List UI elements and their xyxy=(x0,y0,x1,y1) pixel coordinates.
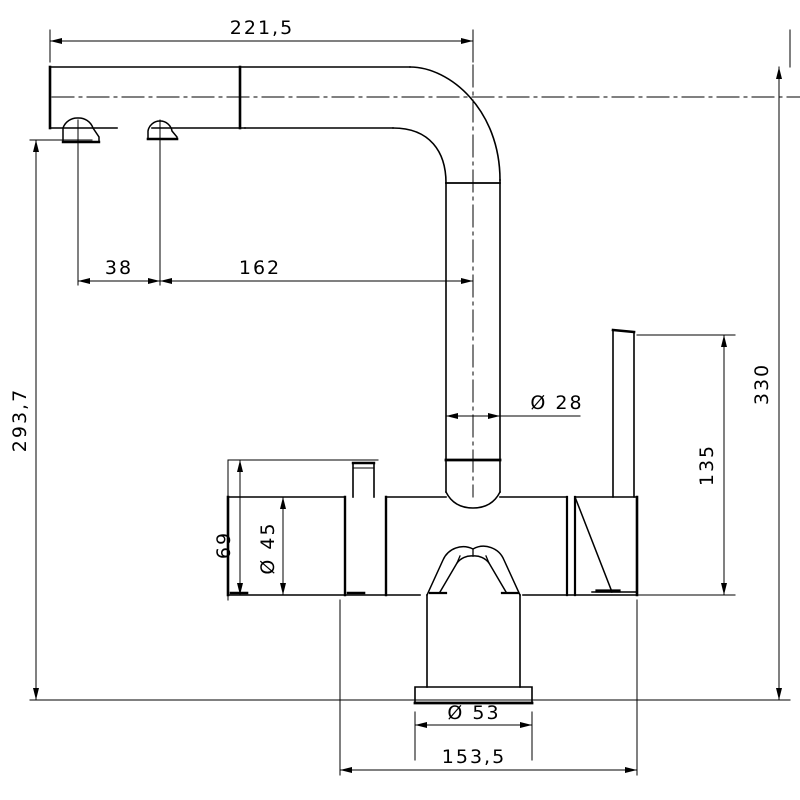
mixer-body xyxy=(226,495,639,597)
body-pin xyxy=(351,461,376,498)
spout-nozzle-large xyxy=(61,117,101,144)
spout-nozzle-small xyxy=(146,120,179,141)
dim-label-total-height-right: 330 xyxy=(751,363,773,405)
centerlines xyxy=(51,29,800,498)
dim-label-total-height-left: 293,7 xyxy=(9,388,31,452)
extension-lines xyxy=(29,29,791,776)
dim-label-base-dia: Ø 53 xyxy=(447,702,500,724)
dim-label-nozzle-offset-b: 162 xyxy=(239,257,281,279)
dim-label-base-offset: 153,5 xyxy=(442,746,506,768)
dimension-lines xyxy=(35,40,780,771)
dim-label-spout-reach: 221,5 xyxy=(230,17,294,39)
dim-label-spout-tube-dia: Ø 28 xyxy=(530,392,583,414)
lever-handle xyxy=(611,328,636,498)
dim-label-body-dia: Ø 45 xyxy=(257,521,279,574)
dim-label-nozzle-offset-a: 38 xyxy=(105,257,133,279)
dim-label-body-height: 69 xyxy=(213,531,235,559)
dim-label-lever-height: 135 xyxy=(696,444,718,486)
pedestal-and-base xyxy=(413,545,534,705)
dimension-arrowheads xyxy=(33,38,782,773)
